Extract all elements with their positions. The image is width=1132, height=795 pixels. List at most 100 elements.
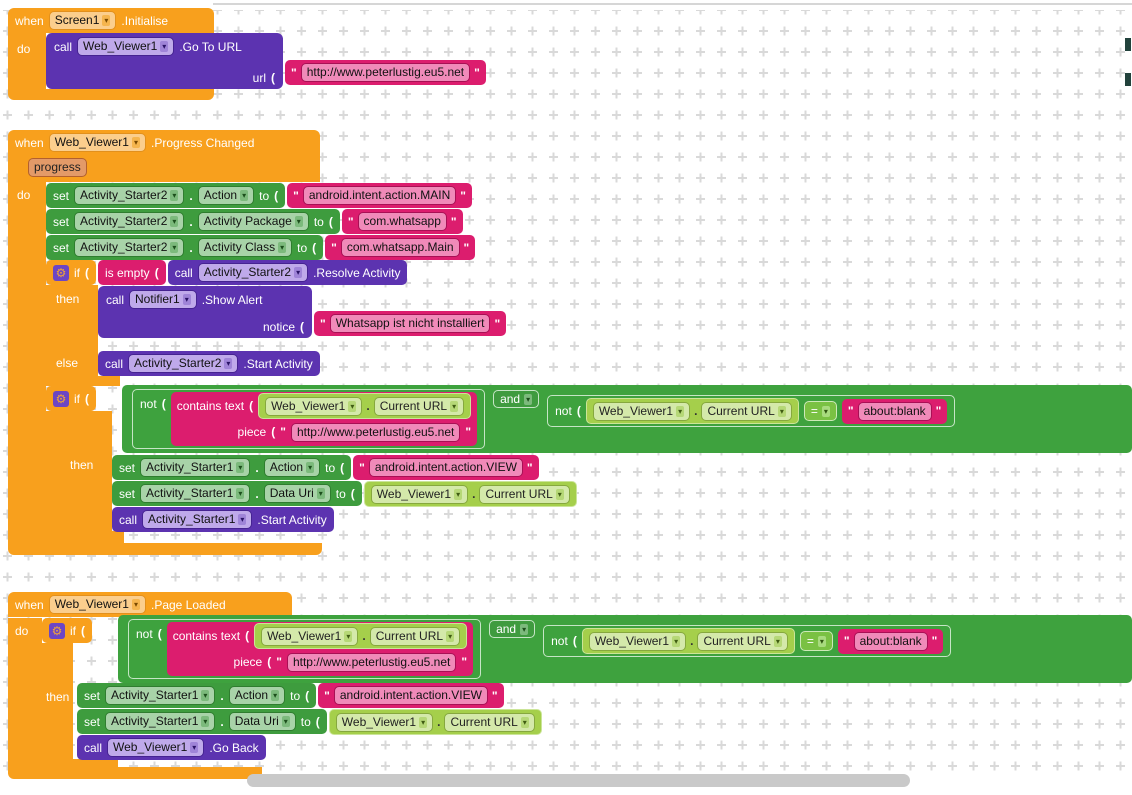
piece-string-field[interactable]: http://www.peterlustig.eu5.net [290, 422, 461, 442]
action-property-dropdown[interactable]: Action ▾ [228, 686, 286, 705]
and-operator-dropdown[interactable]: and ▾ [489, 620, 536, 638]
set-as2-action-block[interactable]: set Activity_Starter2 ▾ . Action ▾ to ( [46, 183, 286, 208]
about-blank-string-block[interactable]: " about:blank " [837, 628, 944, 654]
set-as2-package-block[interactable]: set Activity_Starter2 ▾ . Activity Packa… [46, 209, 340, 234]
notifier1-dropdown[interactable]: Notifier1 ▾ [129, 290, 197, 309]
action-main-string-field[interactable]: android.intent.action.MAIN [302, 186, 457, 205]
not-block-right[interactable]: not ( Web_Viewer1 ▾ . Current URL ▾ = ▾ … [547, 395, 956, 427]
is-empty-block[interactable]: is empty ( [98, 260, 166, 285]
web-viewer1-dropdown[interactable]: Web_Viewer1 ▾ [588, 631, 687, 651]
set-as1-action-row[interactable]: set Activity_Starter1 ▾ . Action ▾ to ( … [112, 455, 539, 480]
when-screen1-initialise-block[interactable]: when Screen1 ▾ .Initialise [8, 8, 214, 33]
contains-text-block[interactable]: contains text ( Web_Viewer1 ▾ . Current … [170, 392, 478, 446]
action-view-string-block[interactable]: " android.intent.action.VIEW " [353, 455, 539, 480]
mutator-gear-icon[interactable]: ⚙ [49, 622, 65, 639]
mutator-gear-icon[interactable]: ⚙ [53, 390, 69, 407]
and-logic-block[interactable]: not ( contains text ( Web_Viewer1 ▾ . Cu… [122, 385, 1132, 453]
current-url-getter-block[interactable]: Web_Viewer1 ▾ . Current URL ▾ [585, 398, 799, 424]
current-url-getter-block[interactable]: Web_Viewer1 ▾ . Current URL ▾ [363, 481, 577, 507]
activity-starter1-dropdown[interactable]: Activity_Starter1 ▾ [140, 484, 251, 503]
activity-starter2-dropdown[interactable]: Activity_Starter2 ▾ [74, 238, 185, 257]
set-as2-class-block[interactable]: set Activity_Starter2 ▾ . Activity Class… [46, 235, 324, 260]
set-as1-datauri-row[interactable]: set Activity_Starter1 ▾ . Data Uri ▾ to … [77, 709, 542, 735]
activity-package-dropdown[interactable]: Activity Package ▾ [197, 212, 309, 231]
if-block-header[interactable]: ⚙ if ( [46, 260, 96, 285]
action-view-string-block[interactable]: " android.intent.action.VIEW " [318, 683, 504, 708]
current-url-dropdown[interactable]: Current URL ▾ [373, 396, 465, 416]
current-url-dropdown[interactable]: Current URL ▾ [701, 401, 792, 421]
call-show-alert-block[interactable]: call Notifier1 ▾ .Show Alert notice ( " … [98, 286, 507, 338]
web-viewer1-dropdown[interactable]: Web_Viewer1 ▾ [48, 595, 146, 614]
activity-starter1-dropdown[interactable]: Activity_Starter1 ▾ [140, 458, 251, 477]
activity-starter2-dropdown[interactable]: Activity_Starter2 ▾ [197, 263, 309, 282]
current-url-getter-block[interactable]: Web_Viewer1 ▾ . Current URL ▾ [328, 709, 542, 735]
set-as1-datauri-block[interactable]: set Activity_Starter1 ▾ . Data Uri ▾ to … [112, 481, 362, 506]
call-resolve-activity-block[interactable]: call Activity_Starter2 ▾ .Resolve Activi… [167, 260, 408, 285]
set-as2-class-row[interactable]: set Activity_Starter2 ▾ . Activity Class… [46, 235, 476, 260]
progress-param-chip[interactable]: progress [28, 158, 87, 177]
screen1-dropdown[interactable]: Screen1 ▾ [48, 11, 117, 30]
not-block-right[interactable]: not ( Web_Viewer1 ▾ . Current URL ▾ = ▾ … [543, 625, 952, 657]
contains-text-block[interactable]: contains text ( Web_Viewer1 ▾ . Current … [166, 622, 474, 676]
alert-string-field[interactable]: Whatsapp ist nicht installiert [329, 314, 491, 333]
if-url-check-header[interactable]: ⚙ if ( [42, 618, 92, 643]
call-as2-start-activity-block[interactable]: call Activity_Starter2 ▾ .Start Activity [98, 351, 320, 376]
web-viewer1-dropdown[interactable]: Web_Viewer1 ▾ [370, 484, 469, 504]
url-string-block[interactable]: " http://www.peterlustig.eu5.net " [285, 60, 486, 85]
activity-starter2-dropdown[interactable]: Activity_Starter2 ▾ [128, 354, 239, 373]
about-blank-string-field[interactable]: about:blank [857, 401, 932, 421]
set-as1-datauri-row[interactable]: set Activity_Starter1 ▾ . Data Uri ▾ to … [112, 481, 577, 507]
web-viewer1-dropdown[interactable]: Web_Viewer1 ▾ [107, 738, 205, 757]
equals-operator-dropdown[interactable]: = ▾ [803, 401, 837, 421]
current-url-getter-block[interactable]: Web_Viewer1 ▾ . Current URL ▾ [258, 393, 472, 419]
call-go-back-block[interactable]: call Web_Viewer1 ▾ .Go Back [77, 735, 266, 760]
mutator-gear-icon[interactable]: ⚙ [53, 264, 69, 281]
web-viewer1-dropdown[interactable]: Web_Viewer1 ▾ [592, 401, 691, 421]
current-url-dropdown[interactable]: Current URL ▾ [444, 712, 535, 732]
set-as1-action-block[interactable]: set Activity_Starter1 ▾ . Action ▾ to ( [112, 455, 352, 480]
whatsapp-main-string-block[interactable]: " com.whatsapp.Main " [325, 235, 476, 260]
web-viewer1-dropdown[interactable]: Web_Viewer1 ▾ [265, 396, 363, 416]
activity-starter2-dropdown[interactable]: Activity_Starter2 ▾ [74, 186, 185, 205]
and-logic-block[interactable]: not ( contains text ( Web_Viewer1 ▾ . Cu… [118, 615, 1132, 683]
and-operator-dropdown[interactable]: and ▾ [493, 390, 540, 408]
web-viewer1-dropdown[interactable]: Web_Viewer1 ▾ [335, 712, 434, 732]
call-as1-start-activity-block[interactable]: call Activity_Starter1 ▾ .Start Activity [112, 507, 334, 532]
web-viewer1-dropdown[interactable]: Web_Viewer1 ▾ [77, 37, 175, 56]
set-as2-action-row[interactable]: set Activity_Starter2 ▾ . Action ▾ to ( … [46, 183, 472, 208]
web-viewer1-dropdown[interactable]: Web_Viewer1 ▾ [261, 626, 359, 646]
whatsapp-main-string-field[interactable]: com.whatsapp.Main [340, 238, 460, 257]
current-url-dropdown[interactable]: Current URL ▾ [697, 631, 788, 651]
piece-string-field[interactable]: http://www.peterlustig.eu5.net [286, 652, 457, 672]
whatsapp-package-string-block[interactable]: " com.whatsapp " [341, 209, 463, 234]
current-url-getter-block[interactable]: Web_Viewer1 ▾ . Current URL ▾ [254, 623, 468, 649]
set-as1-datauri-block[interactable]: set Activity_Starter1 ▾ . Data Uri ▾ to … [77, 709, 327, 734]
action-view-string-field[interactable]: android.intent.action.VIEW [368, 458, 523, 477]
data-uri-dropdown[interactable]: Data Uri ▾ [263, 484, 331, 503]
action-property-dropdown[interactable]: Action ▾ [197, 186, 255, 205]
url-string-field[interactable]: http://www.peterlustig.eu5.net [300, 63, 471, 82]
call-goto-url-block[interactable]: call Web_Viewer1 ▾ .Go To URL url ( " ht… [46, 33, 486, 89]
when-progress-changed-block[interactable]: when Web_Viewer1 ▾ .Progress Changed [8, 130, 320, 155]
action-property-dropdown[interactable]: Action ▾ [263, 458, 321, 477]
set-as1-action-row[interactable]: set Activity_Starter1 ▾ . Action ▾ to ( … [77, 683, 504, 708]
activity-starter1-dropdown[interactable]: Activity_Starter1 ▾ [105, 712, 216, 731]
current-url-getter-block[interactable]: Web_Viewer1 ▾ . Current URL ▾ [581, 628, 795, 654]
about-blank-string-block[interactable]: " about:blank " [841, 398, 948, 424]
whatsapp-package-string-field[interactable]: com.whatsapp [357, 212, 447, 231]
data-uri-dropdown[interactable]: Data Uri ▾ [228, 712, 296, 731]
web-viewer1-dropdown[interactable]: Web_Viewer1 ▾ [48, 133, 146, 152]
action-main-string-block[interactable]: " android.intent.action.MAIN " [287, 183, 472, 208]
not-block-left[interactable]: not ( contains text ( Web_Viewer1 ▾ . Cu… [132, 389, 486, 449]
action-view-string-field[interactable]: android.intent.action.VIEW [333, 686, 488, 705]
current-url-dropdown[interactable]: Current URL ▾ [479, 484, 570, 504]
activity-class-dropdown[interactable]: Activity Class ▾ [197, 238, 293, 257]
about-blank-string-field[interactable]: about:blank [853, 631, 928, 651]
when-page-loaded-block[interactable]: when Web_Viewer1 ▾ .Page Loaded [8, 592, 292, 617]
set-as2-package-row[interactable]: set Activity_Starter2 ▾ . Activity Packa… [46, 209, 463, 234]
set-as1-action-block[interactable]: set Activity_Starter1 ▾ . Action ▾ to ( [77, 683, 317, 708]
current-url-dropdown[interactable]: Current URL ▾ [369, 626, 461, 646]
alert-string-block[interactable]: " Whatsapp ist nicht installiert " [314, 311, 507, 336]
horizontal-scrollbar[interactable] [247, 774, 910, 787]
